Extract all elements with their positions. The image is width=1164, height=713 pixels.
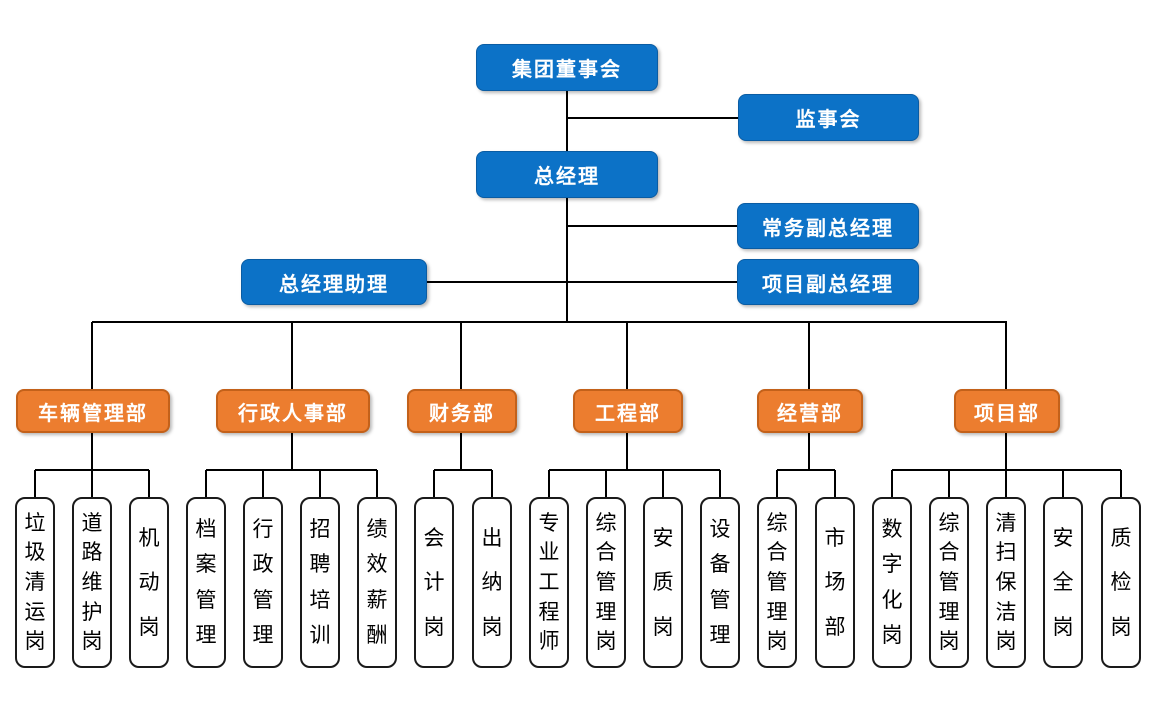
node-position-sweeping-cleaning: 清扫保洁岗	[986, 497, 1026, 668]
node-position-performance-payroll: 绩效薪酬	[357, 497, 397, 668]
connector	[427, 281, 738, 283]
connector	[808, 322, 810, 389]
node-project-deputy-gm: 项目副总经理	[737, 259, 919, 305]
connector	[319, 470, 321, 497]
node-position-general-management-ops: 综合管理岗	[757, 497, 797, 668]
connector	[1005, 470, 1007, 497]
node-position-archives-management: 档案管理	[186, 497, 226, 668]
connector	[834, 470, 836, 497]
connector	[1005, 433, 1007, 470]
connector	[262, 470, 264, 497]
connector	[776, 470, 778, 497]
connector	[719, 470, 721, 497]
node-label: 财务部	[429, 402, 495, 425]
node-label: 车辆管理部	[38, 402, 148, 425]
node-supervisory-board: 监事会	[738, 94, 919, 141]
connector	[548, 470, 550, 497]
connector	[291, 322, 293, 389]
node-label: 工程部	[595, 402, 661, 425]
node-label: 项目副总经理	[762, 273, 894, 296]
connector	[1005, 322, 1007, 389]
connector	[567, 225, 738, 227]
connector	[1120, 470, 1122, 497]
node-position-mobile: 机动岗	[129, 497, 169, 668]
connector	[91, 433, 93, 470]
node-position-admin-management: 行政管理	[243, 497, 283, 668]
node-dept-vehicle-management: 车辆管理部	[16, 389, 170, 433]
connector	[566, 91, 568, 151]
node-position-road-maintenance: 道路维护岗	[72, 497, 112, 668]
connector	[291, 433, 293, 470]
connector	[91, 470, 93, 497]
connector	[808, 433, 810, 470]
connector	[1062, 470, 1064, 497]
connector	[92, 321, 1007, 323]
node-position-cashier: 出纳岗	[472, 497, 512, 668]
connector	[891, 470, 893, 497]
node-position-accountant: 会计岗	[414, 497, 454, 668]
node-dept-engineering: 工程部	[573, 389, 683, 433]
node-label: 行政人事部	[238, 402, 348, 425]
node-position-equipment-management: 设备管理	[700, 497, 740, 668]
node-label: 监事会	[795, 109, 862, 131]
node-position-recruit-training: 招聘培训	[300, 497, 340, 668]
node-dept-operations: 经营部	[757, 389, 863, 433]
node-label: 总经理助理	[279, 273, 389, 296]
connector	[91, 322, 93, 389]
connector	[460, 322, 462, 389]
node-label: 常务副总经理	[762, 217, 894, 240]
connector	[662, 470, 664, 497]
connector	[605, 470, 607, 497]
connector	[777, 469, 835, 471]
node-position-safety: 安全岗	[1043, 497, 1083, 668]
connector	[206, 469, 377, 471]
connector	[948, 470, 950, 497]
connector	[549, 469, 720, 471]
node-position-garbage-removal: 垃圾清运岗	[15, 497, 55, 668]
connector	[567, 117, 738, 119]
connector	[376, 470, 378, 497]
node-position-digitalization: 数字化岗	[872, 497, 912, 668]
node-position-general-management-eng: 综合管理岗	[586, 497, 626, 668]
node-executive-deputy-gm: 常务副总经理	[737, 203, 919, 249]
node-position-safety-quality: 安质岗	[643, 497, 683, 668]
connector	[491, 470, 493, 497]
node-board-of-directors: 集团董事会	[476, 44, 658, 91]
node-position-general-management-proj: 综合管理岗	[929, 497, 969, 668]
node-label: 集团董事会	[512, 59, 622, 81]
node-general-manager: 总经理	[476, 151, 658, 198]
connector	[205, 470, 207, 497]
node-label: 总经理	[534, 166, 600, 188]
node-position-quality-inspection: 质检岗	[1101, 497, 1141, 668]
node-gm-assistant: 总经理助理	[241, 259, 427, 305]
connector	[460, 433, 462, 470]
node-position-market: 市场部	[815, 497, 855, 668]
connector	[626, 322, 628, 389]
connector	[566, 198, 568, 322]
node-label: 经营部	[777, 402, 843, 425]
node-dept-admin-hr: 行政人事部	[216, 389, 370, 433]
connector	[626, 433, 628, 470]
connector	[434, 469, 492, 471]
node-label: 项目部	[974, 402, 1040, 425]
node-dept-project: 项目部	[954, 389, 1060, 433]
node-dept-finance: 财务部	[407, 389, 517, 433]
node-position-professional-engineer: 专业工程师	[529, 497, 569, 668]
connector	[34, 470, 36, 497]
connector	[433, 470, 435, 497]
connector	[148, 470, 150, 497]
